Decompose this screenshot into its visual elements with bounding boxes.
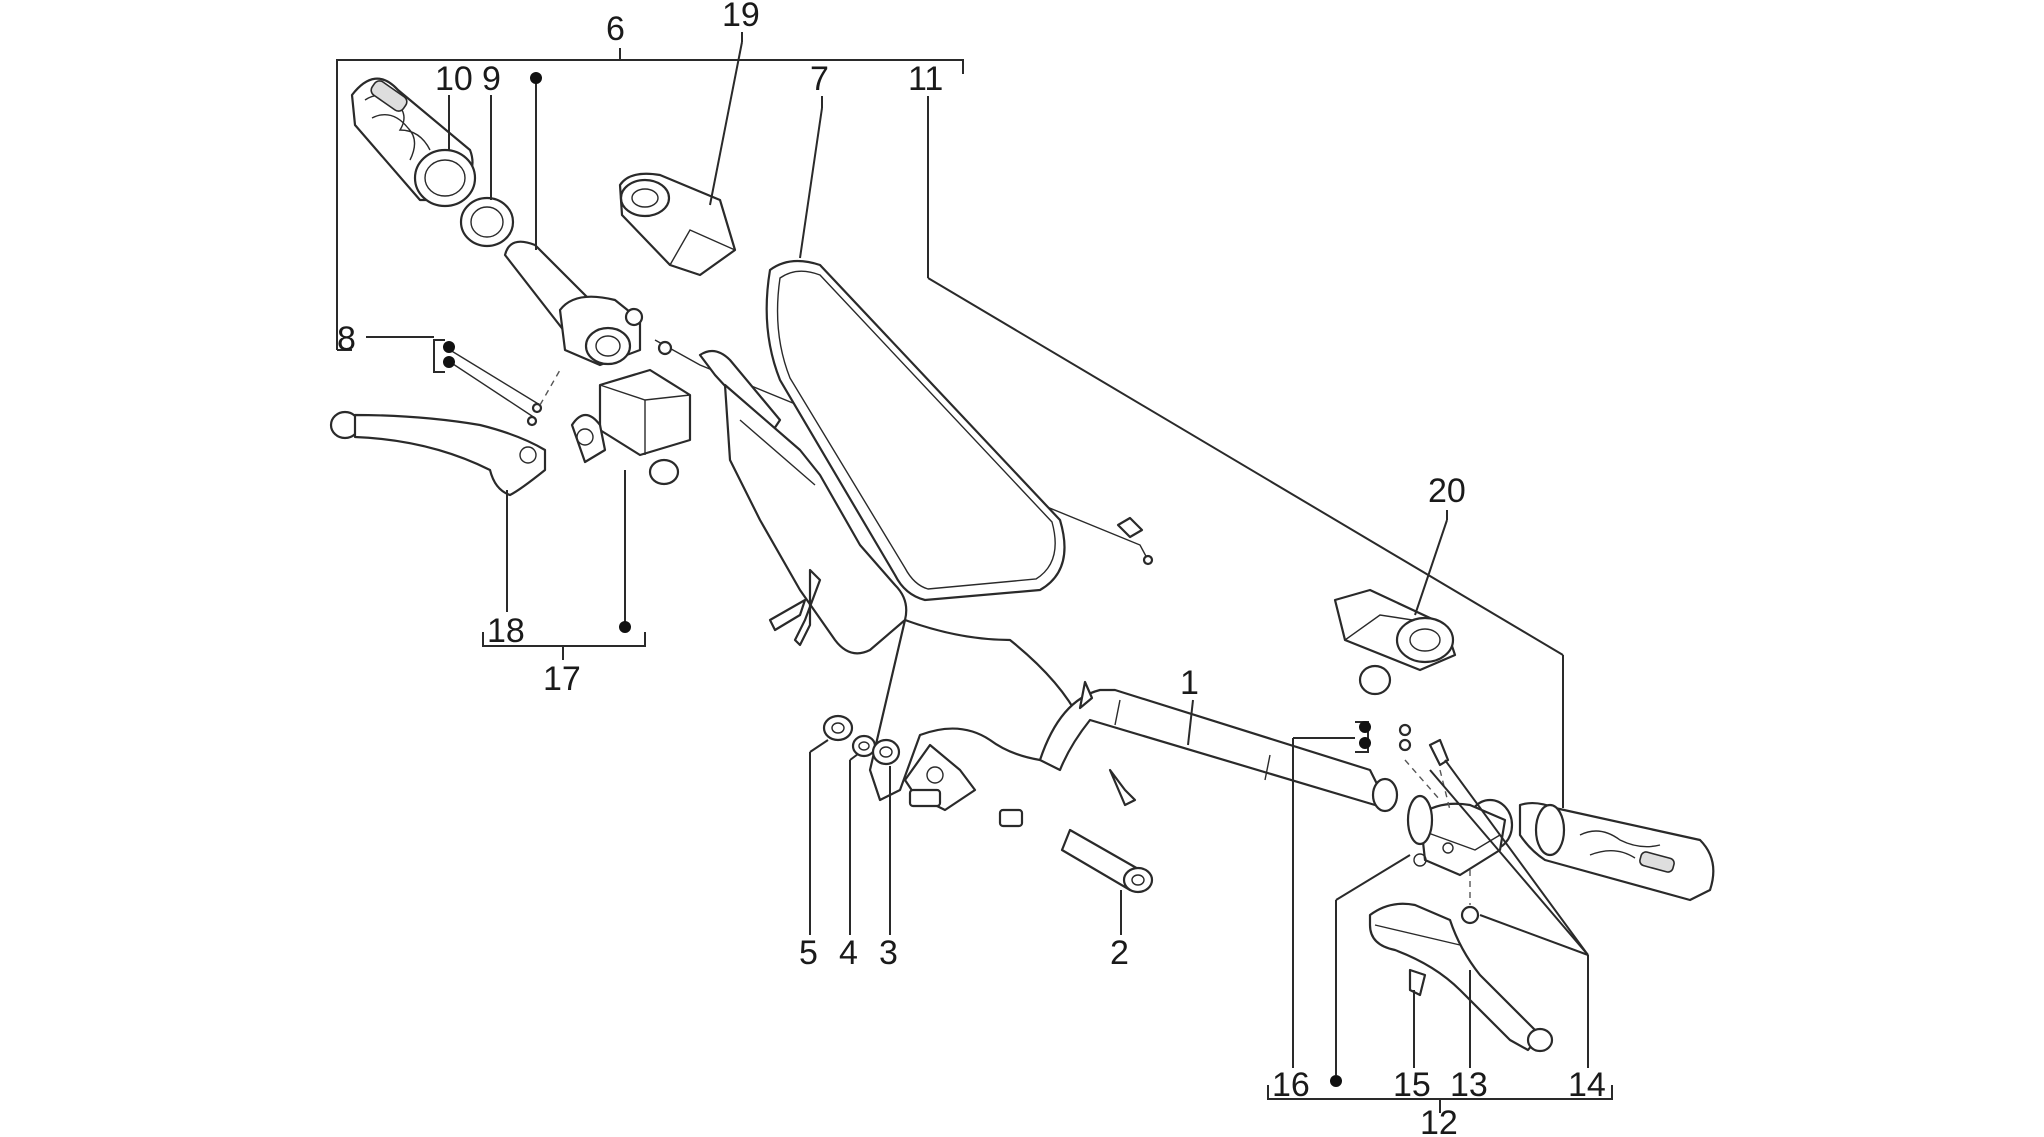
label-10: 10 (435, 60, 473, 98)
label-13: 13 (1450, 1066, 1488, 1104)
handlebar-trim-part (765, 259, 1066, 602)
left-brake-lever-part (329, 410, 547, 497)
ring-part-9 (459, 196, 515, 248)
label-7: 7 (810, 60, 829, 98)
marker-icon (443, 341, 455, 353)
label-17: 17 (543, 660, 581, 698)
label-20: 20 (1428, 472, 1466, 510)
group-bracket-12 (1267, 1085, 1613, 1113)
label-14: 14 (1568, 1066, 1606, 1104)
label-9: 9 (482, 60, 501, 98)
part-number-labels: 6 19 10 9 7 11 8 20 1 18 17 5 4 3 2 16 1… (337, 0, 1606, 1137)
group-bracket-6 (336, 48, 964, 351)
leader-lines (366, 32, 1589, 1075)
label-8: 8 (337, 320, 356, 358)
label-18: 18 (487, 612, 525, 650)
left-grip-part (350, 77, 477, 208)
label-19: 19 (722, 0, 760, 34)
marker-icon (1330, 1075, 1342, 1087)
marker-icon (530, 72, 542, 84)
label-12: 12 (1420, 1104, 1458, 1137)
marker-icon (1359, 737, 1371, 749)
washer-part-3 (871, 738, 901, 766)
label-2: 2 (1110, 934, 1129, 972)
washer-part-4 (851, 734, 877, 758)
label-6: 6 (606, 10, 625, 48)
master-cylinder-part (570, 368, 692, 486)
right-brake-lever-part (1368, 902, 1554, 1053)
marker-icon (619, 621, 631, 633)
screws-part-8 (433, 339, 561, 427)
marker-icon (443, 356, 455, 368)
nut-part-5 (822, 714, 854, 742)
label-5: 5 (799, 934, 818, 972)
throttle-tube-part (503, 240, 644, 367)
small-screws-part (1398, 723, 1480, 997)
label-1: 1 (1180, 664, 1199, 702)
right-grip-part (1466, 798, 1715, 902)
marker-icon (1359, 721, 1371, 733)
label-4: 4 (839, 934, 858, 972)
right-switch-cover-part (1333, 588, 1457, 696)
label-11: 11 (908, 60, 943, 98)
label-15: 15 (1393, 1066, 1431, 1104)
handlebar-tube-part (698, 349, 1399, 828)
right-lever-bracket-part (1406, 794, 1507, 877)
left-switch-cover-part (618, 172, 737, 277)
label-16: 16 (1272, 1066, 1310, 1104)
group-bracket-17 (482, 632, 646, 660)
bracket-16 (1355, 721, 1369, 753)
bolt-part-2 (1060, 828, 1154, 894)
label-3: 3 (879, 934, 898, 972)
bullet-markers (443, 72, 1371, 1087)
